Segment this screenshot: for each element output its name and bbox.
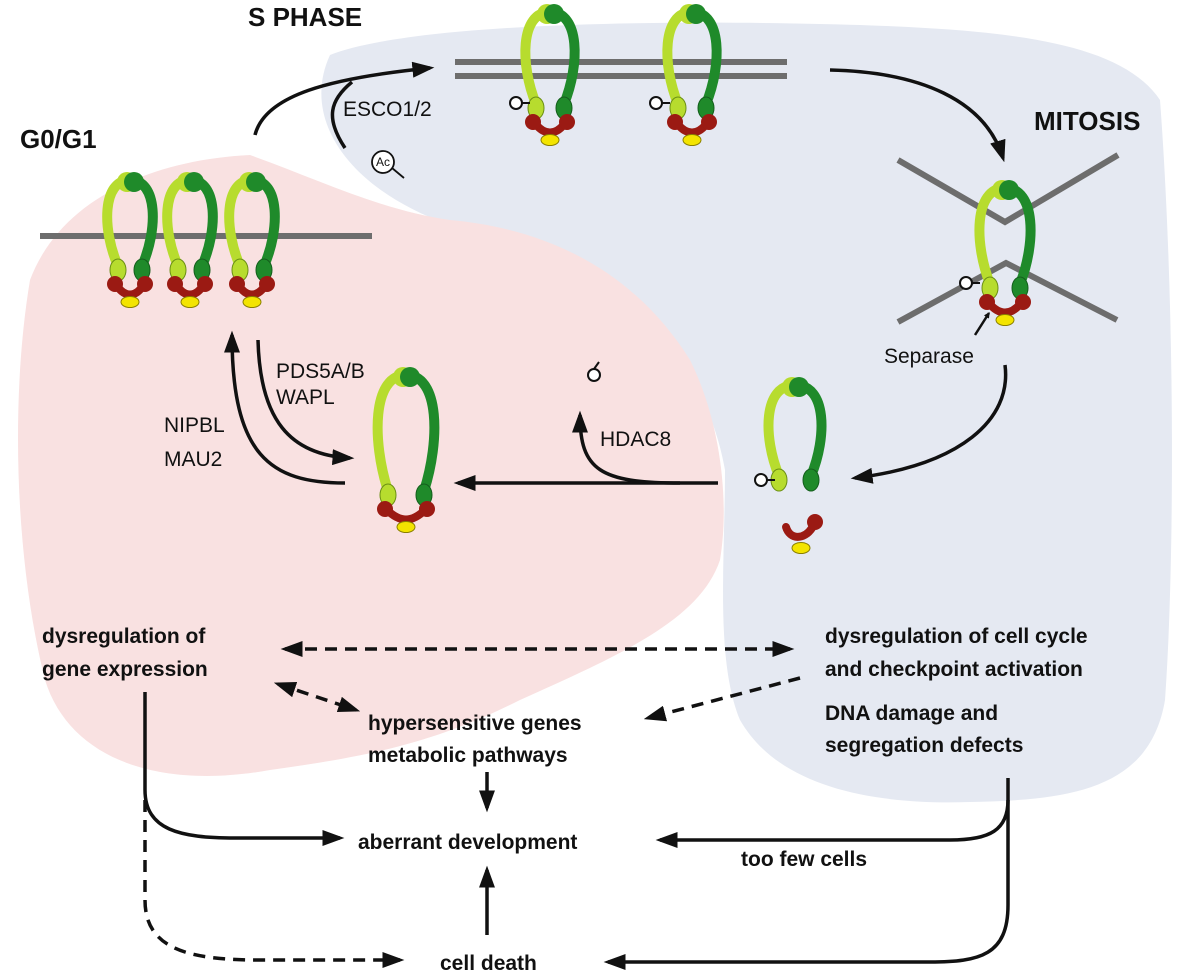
hypersensitive-line2: metabolic pathways [368,744,568,767]
cohesin-complexes [102,4,1036,554]
gene-to-aberrant [143,692,345,846]
cell-cycle-line2: and checkpoint activation [825,658,1083,681]
cohesin-ring-icon [520,4,580,146]
mau2-label: MAU2 [164,448,222,471]
separase-to-release-arrow [850,364,1008,484]
nipbl-loading-arrow [224,330,346,485]
cohesin-ring-icon [224,172,280,308]
dna-to-death [603,800,1010,970]
g1-to-s-arrow [253,61,435,136]
cohesin-ring-icon [372,367,440,533]
outcome-arrows [143,641,1010,970]
phase-label-g0g1: G0/G1 [20,124,97,154]
cell-cycle-line1: dysregulation of cell cycle [825,625,1088,648]
esco-curve [330,80,354,149]
gene-hyper-link [273,681,361,713]
dna-damage-line2: segregation defects [825,734,1023,757]
phase-label-mitosis: MITOSIS [1034,106,1140,136]
gene-dysregulation-line2: gene expression [42,658,208,681]
nipbl-label: NIPBL [164,414,225,437]
acetyl-group-tail [391,167,405,179]
acetyl-marks [509,96,980,487]
dna-strands [40,59,1120,325]
cell-death-label: cell death [440,952,537,974]
cycle-arrows [224,61,1008,491]
s-to-mitosis-arrow [829,68,1006,163]
acetyl-label: Ac [376,155,390,169]
wapl-label: WAPL [276,386,335,409]
separase-label: Separase [884,345,974,368]
too-few-cells-label: too few cells [741,848,867,871]
phase-label-s: S PHASE [248,2,362,32]
gene-to-death [143,800,405,968]
dna-mitosis-bottom [896,259,1119,325]
dna-damage-line1: DNA damage and [825,702,998,725]
cohesin-ring-icon [763,377,827,492]
hdac8-branch [572,410,681,485]
esco-label: ESCO1/2 [343,98,432,121]
hdac8-label: HDAC8 [600,428,671,451]
separase-pointer [973,311,991,336]
aberrant-development-label: aberrant development [358,831,577,854]
cohesin-ring-icon [102,172,158,308]
acetyl-group-icon [371,150,395,174]
s-mitosis-region [321,22,1172,803]
cycle-hyper-link [643,676,801,722]
gene-dysregulation-line1: dysregulation of [42,625,206,648]
hypersensitive-line1: hypersensitive genes [368,712,582,735]
cleaved-kleisin-icon [782,514,823,554]
dna-mitosis-top [896,152,1120,226]
cohesin-ring-icon [974,180,1036,326]
wapl-release-arrow [256,339,355,466]
cohesin-ring-icon [662,4,722,146]
cohesin-ring-icon [162,172,218,308]
pds5-label: PDS5A/B [276,360,365,383]
g1-region [18,155,724,776]
